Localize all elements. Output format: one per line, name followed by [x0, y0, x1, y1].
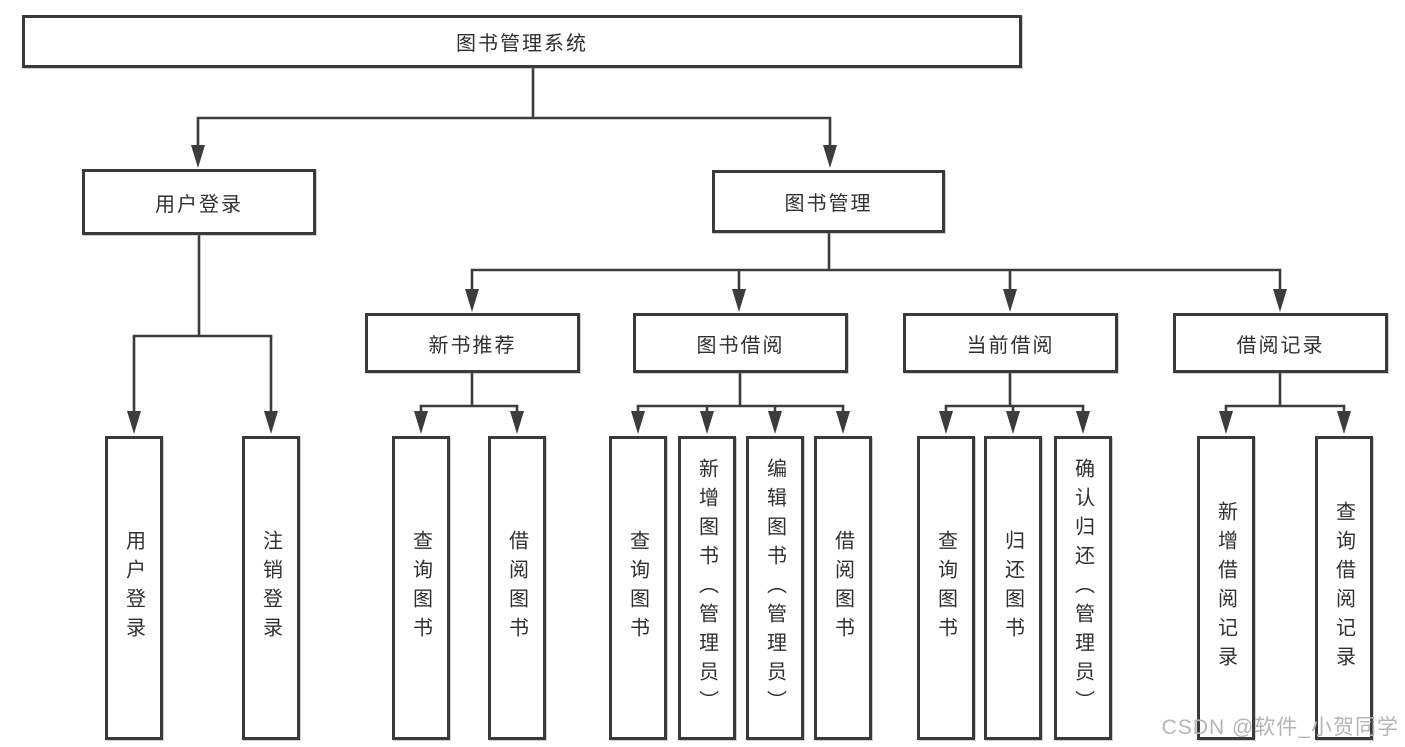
leaf-newbook-query-books-label: 查询图书 — [409, 530, 432, 646]
leaf-current-query-books: 查询图书 — [917, 436, 975, 740]
leaf-records-query-record: 查询借阅记录 — [1315, 436, 1373, 740]
node-borrowing-records: 借阅记录 — [1173, 313, 1388, 373]
leaf-current-return-books: 归还图书 — [984, 436, 1042, 740]
leaf-user-login-label: 用户登录 — [122, 530, 145, 646]
leaf-borrow-query-books-label: 查询图书 — [626, 530, 649, 646]
node-book-borrowing-label: 图书借阅 — [696, 334, 785, 357]
leaf-newbook-query-books: 查询图书 — [392, 436, 450, 740]
leaf-user-login: 用户登录 — [105, 436, 163, 740]
leaf-borrow-add-books-admin: 新增图书（管理员） — [678, 436, 736, 740]
leaf-newbook-borrow-books: 借阅图书 — [488, 436, 546, 740]
leaf-current-confirm-return-admin: 确认归还（管理员） — [1054, 436, 1112, 740]
leaf-current-return-books-label: 归还图书 — [1001, 530, 1024, 646]
leaf-records-add-record: 新增借阅记录 — [1197, 436, 1255, 740]
leaf-current-query-books-label: 查询图书 — [934, 530, 957, 646]
node-borrowing-records-label: 借阅记录 — [1236, 334, 1325, 357]
leaf-borrow-borrow-books-label: 借阅图书 — [831, 530, 854, 646]
node-book-borrowing: 图书借阅 — [633, 313, 848, 373]
leaf-records-add-record-label: 新增借阅记录 — [1214, 501, 1237, 675]
node-current-borrowing: 当前借阅 — [903, 313, 1118, 373]
leaf-borrow-edit-books-admin-label: 编辑图书（管理员） — [763, 457, 786, 719]
node-user-login-label: 用户登录 — [155, 193, 243, 216]
node-book-management: 图书管理 — [712, 170, 945, 233]
node-new-book-recommend-label: 新书推荐 — [428, 334, 517, 357]
leaf-current-confirm-return-admin-label: 确认归还（管理员） — [1071, 457, 1094, 719]
leaf-borrow-query-books: 查询图书 — [609, 436, 667, 740]
leaf-newbook-borrow-books-label: 借阅图书 — [505, 530, 528, 646]
leaf-logout: 注销登录 — [242, 436, 300, 740]
leaf-borrow-borrow-books: 借阅图书 — [814, 436, 872, 740]
node-user-login: 用户登录 — [82, 169, 316, 235]
leaf-records-query-record-label: 查询借阅记录 — [1332, 501, 1355, 675]
node-current-borrowing-label: 当前借阅 — [966, 334, 1055, 357]
node-root-label: 图书管理系统 — [456, 33, 588, 55]
node-root: 图书管理系统 — [22, 15, 1022, 68]
node-new-book-recommend: 新书推荐 — [365, 313, 580, 373]
leaf-logout-label: 注销登录 — [259, 530, 282, 646]
watermark: CSDN @软件_小贺同学 — [1161, 716, 1399, 739]
leaf-borrow-edit-books-admin: 编辑图书（管理员） — [746, 436, 804, 740]
leaf-borrow-add-books-admin-label: 新增图书（管理员） — [695, 457, 718, 719]
node-book-management-label: 图书管理 — [784, 193, 873, 215]
